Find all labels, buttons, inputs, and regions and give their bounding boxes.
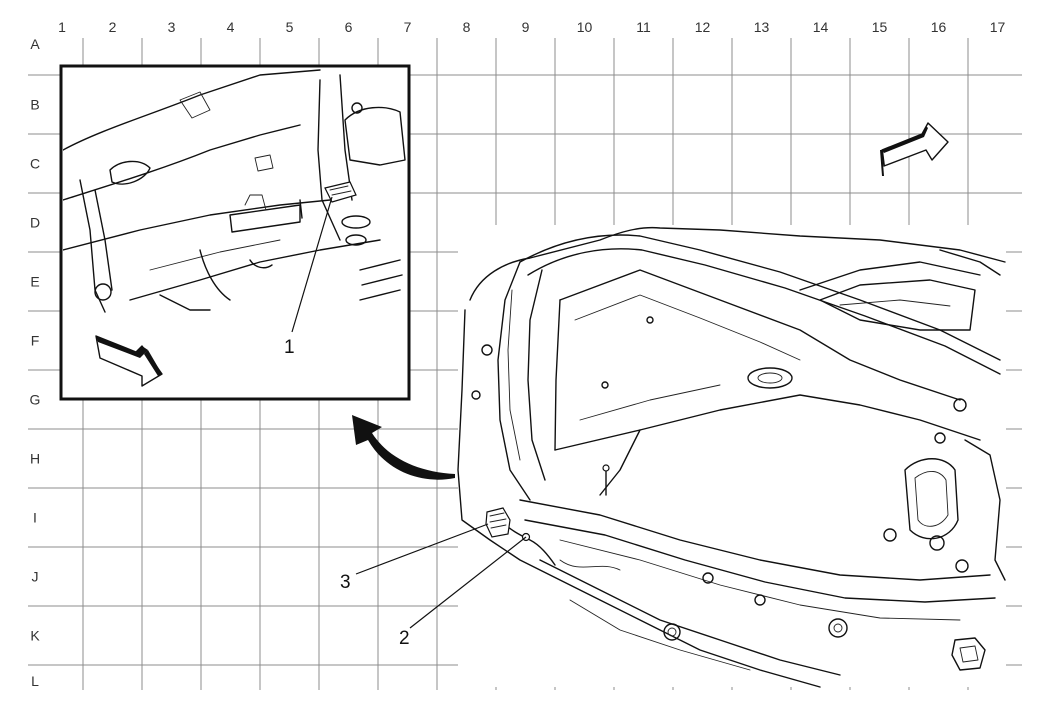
grid-row-label: G bbox=[30, 392, 41, 408]
grid-column-label: 13 bbox=[754, 19, 770, 35]
leader-line-2 bbox=[409, 536, 527, 629]
grid-row-label: D bbox=[30, 215, 40, 231]
grid-column-label: 3 bbox=[168, 19, 176, 35]
detail-inset bbox=[59, 64, 411, 401]
grid-column-label: 17 bbox=[990, 19, 1006, 35]
grid-row-label: F bbox=[31, 333, 40, 349]
grid-column-label: 15 bbox=[872, 19, 888, 35]
leader-line-1 bbox=[291, 196, 333, 333]
callout-2: 2 bbox=[399, 628, 410, 649]
main-vehicle-illustration bbox=[457, 225, 1006, 688]
leader-lines bbox=[291, 196, 527, 629]
grid-column-label: 14 bbox=[813, 19, 829, 35]
grid-row-label: L bbox=[31, 673, 39, 689]
grid-column-label: 11 bbox=[636, 19, 651, 35]
grid-column-label: 16 bbox=[931, 19, 947, 35]
direction-arrow-icon bbox=[880, 122, 949, 176]
grid-row-label: K bbox=[30, 628, 40, 644]
grid-column-label: 6 bbox=[345, 19, 353, 35]
grid-row-label: C bbox=[30, 156, 40, 172]
grid-row-label: I bbox=[33, 510, 37, 526]
grid-row-label: B bbox=[30, 97, 39, 113]
grid-column-label: 8 bbox=[463, 19, 471, 35]
grid-row-label: E bbox=[30, 274, 39, 290]
grid-row-label: J bbox=[32, 569, 39, 585]
grid-column-label: 4 bbox=[227, 19, 235, 35]
grid-column-label: 12 bbox=[695, 19, 711, 35]
curved-zoom-arrow-icon bbox=[352, 415, 455, 480]
grid-column-label: 9 bbox=[522, 19, 530, 35]
leader-line-3 bbox=[355, 523, 489, 575]
grid-row-labels: A B C D E F G H I J K L bbox=[30, 36, 41, 689]
direction-arrow-icon bbox=[95, 335, 163, 387]
grid-column-label: 1 bbox=[58, 19, 66, 35]
grid-column-label: 2 bbox=[109, 19, 117, 35]
callout-1: 1 bbox=[284, 337, 295, 358]
grid-column-label: 5 bbox=[286, 19, 294, 35]
callout-3: 3 bbox=[340, 572, 351, 593]
grid-column-label: 7 bbox=[404, 19, 412, 35]
grid-row-label: H bbox=[30, 451, 40, 467]
grid-column-label: 10 bbox=[577, 19, 593, 35]
grid-row-label: A bbox=[30, 36, 40, 52]
